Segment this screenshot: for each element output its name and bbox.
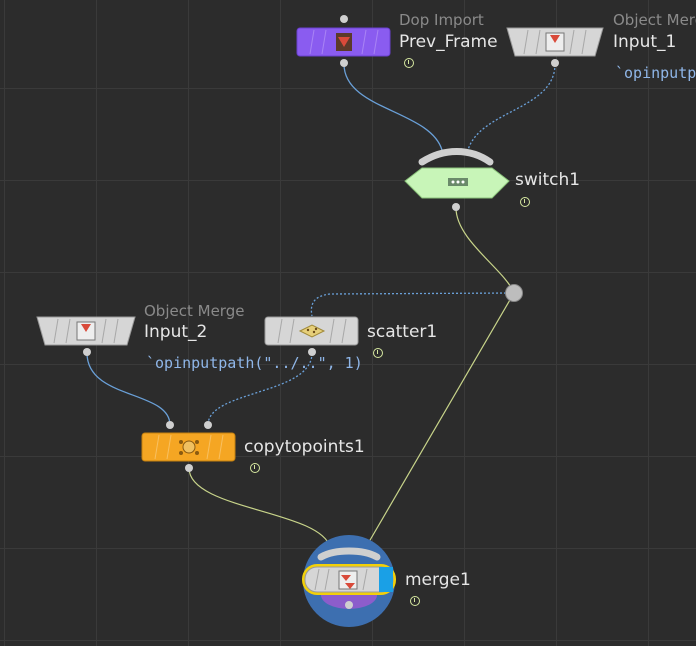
- node-switch1[interactable]: [404, 148, 510, 204]
- wire-copy-merge[interactable]: [188, 467, 331, 548]
- switch-icon: [448, 178, 468, 186]
- node-type-label: Object Merge: [144, 302, 245, 320]
- node-expression-label: `opinputpath("../..", 1): [146, 354, 363, 372]
- object-merge-node-body[interactable]: [506, 27, 604, 57]
- input-connector[interactable]: [340, 15, 348, 23]
- time-dependent-icon: [250, 463, 260, 473]
- merge-node-body[interactable]: [299, 533, 399, 629]
- node-name-label[interactable]: scatter1: [367, 322, 438, 342]
- dop-import-icon: [336, 33, 352, 51]
- node-scatter1[interactable]: [264, 316, 360, 346]
- node-type-label: Dop Import: [399, 11, 484, 29]
- scatter-node-body[interactable]: [264, 316, 360, 346]
- object-merge-node-body[interactable]: [36, 316, 136, 346]
- node-merge1[interactable]: [299, 533, 399, 629]
- object-merge-icon: [545, 32, 565, 52]
- time-dependent-icon: [410, 596, 420, 606]
- node-copytopoints1[interactable]: [141, 432, 237, 462]
- wire-prevframe-switch[interactable]: [343, 63, 443, 151]
- output-connector[interactable]: [83, 348, 91, 356]
- copytopoints-node-body[interactable]: [141, 432, 237, 462]
- time-dependent-icon: [520, 197, 530, 207]
- node-name-label[interactable]: Prev_Frame: [399, 32, 498, 52]
- wire-routing-dot[interactable]: [505, 284, 523, 302]
- node-type-label: Object Merge: [613, 11, 696, 29]
- node-name-label[interactable]: Input_2: [144, 322, 208, 342]
- wire-dot-merge[interactable]: [365, 292, 515, 548]
- wire-input2-copy[interactable]: [86, 352, 171, 426]
- output-connector[interactable]: [551, 59, 559, 67]
- node-expression-label: `opinputpa: [615, 64, 696, 82]
- wire-switch-dot[interactable]: [455, 207, 515, 294]
- dop-import-node-body[interactable]: [296, 27, 392, 57]
- switch-node-body[interactable]: [404, 148, 510, 204]
- merge-icon: [338, 570, 358, 590]
- node-name-label[interactable]: copytopoints1: [244, 437, 365, 457]
- node-name-label[interactable]: Input_1: [613, 32, 677, 52]
- output-connector[interactable]: [340, 59, 348, 67]
- input-connector[interactable]: [166, 421, 174, 429]
- wire-scatter-copy[interactable]: [207, 352, 313, 426]
- scatter-icon: [298, 324, 326, 338]
- wire-input1-switch[interactable]: [467, 63, 556, 151]
- input-connector[interactable]: [204, 421, 212, 429]
- node-input-1[interactable]: [506, 27, 604, 57]
- node-prev-frame[interactable]: [296, 27, 392, 57]
- node-name-label[interactable]: switch1: [515, 170, 581, 190]
- copy-to-points-icon: [179, 440, 199, 455]
- output-connector[interactable]: [185, 464, 193, 472]
- node-name-label[interactable]: merge1: [405, 570, 471, 590]
- output-connector[interactable]: [308, 348, 316, 356]
- output-connector[interactable]: [452, 203, 460, 211]
- time-dependent-icon: [404, 58, 414, 68]
- node-input-2[interactable]: [36, 316, 136, 346]
- time-dependent-icon: [373, 348, 383, 358]
- object-merge-icon: [76, 321, 96, 341]
- wire-dot-scatter[interactable]: [310, 292, 515, 317]
